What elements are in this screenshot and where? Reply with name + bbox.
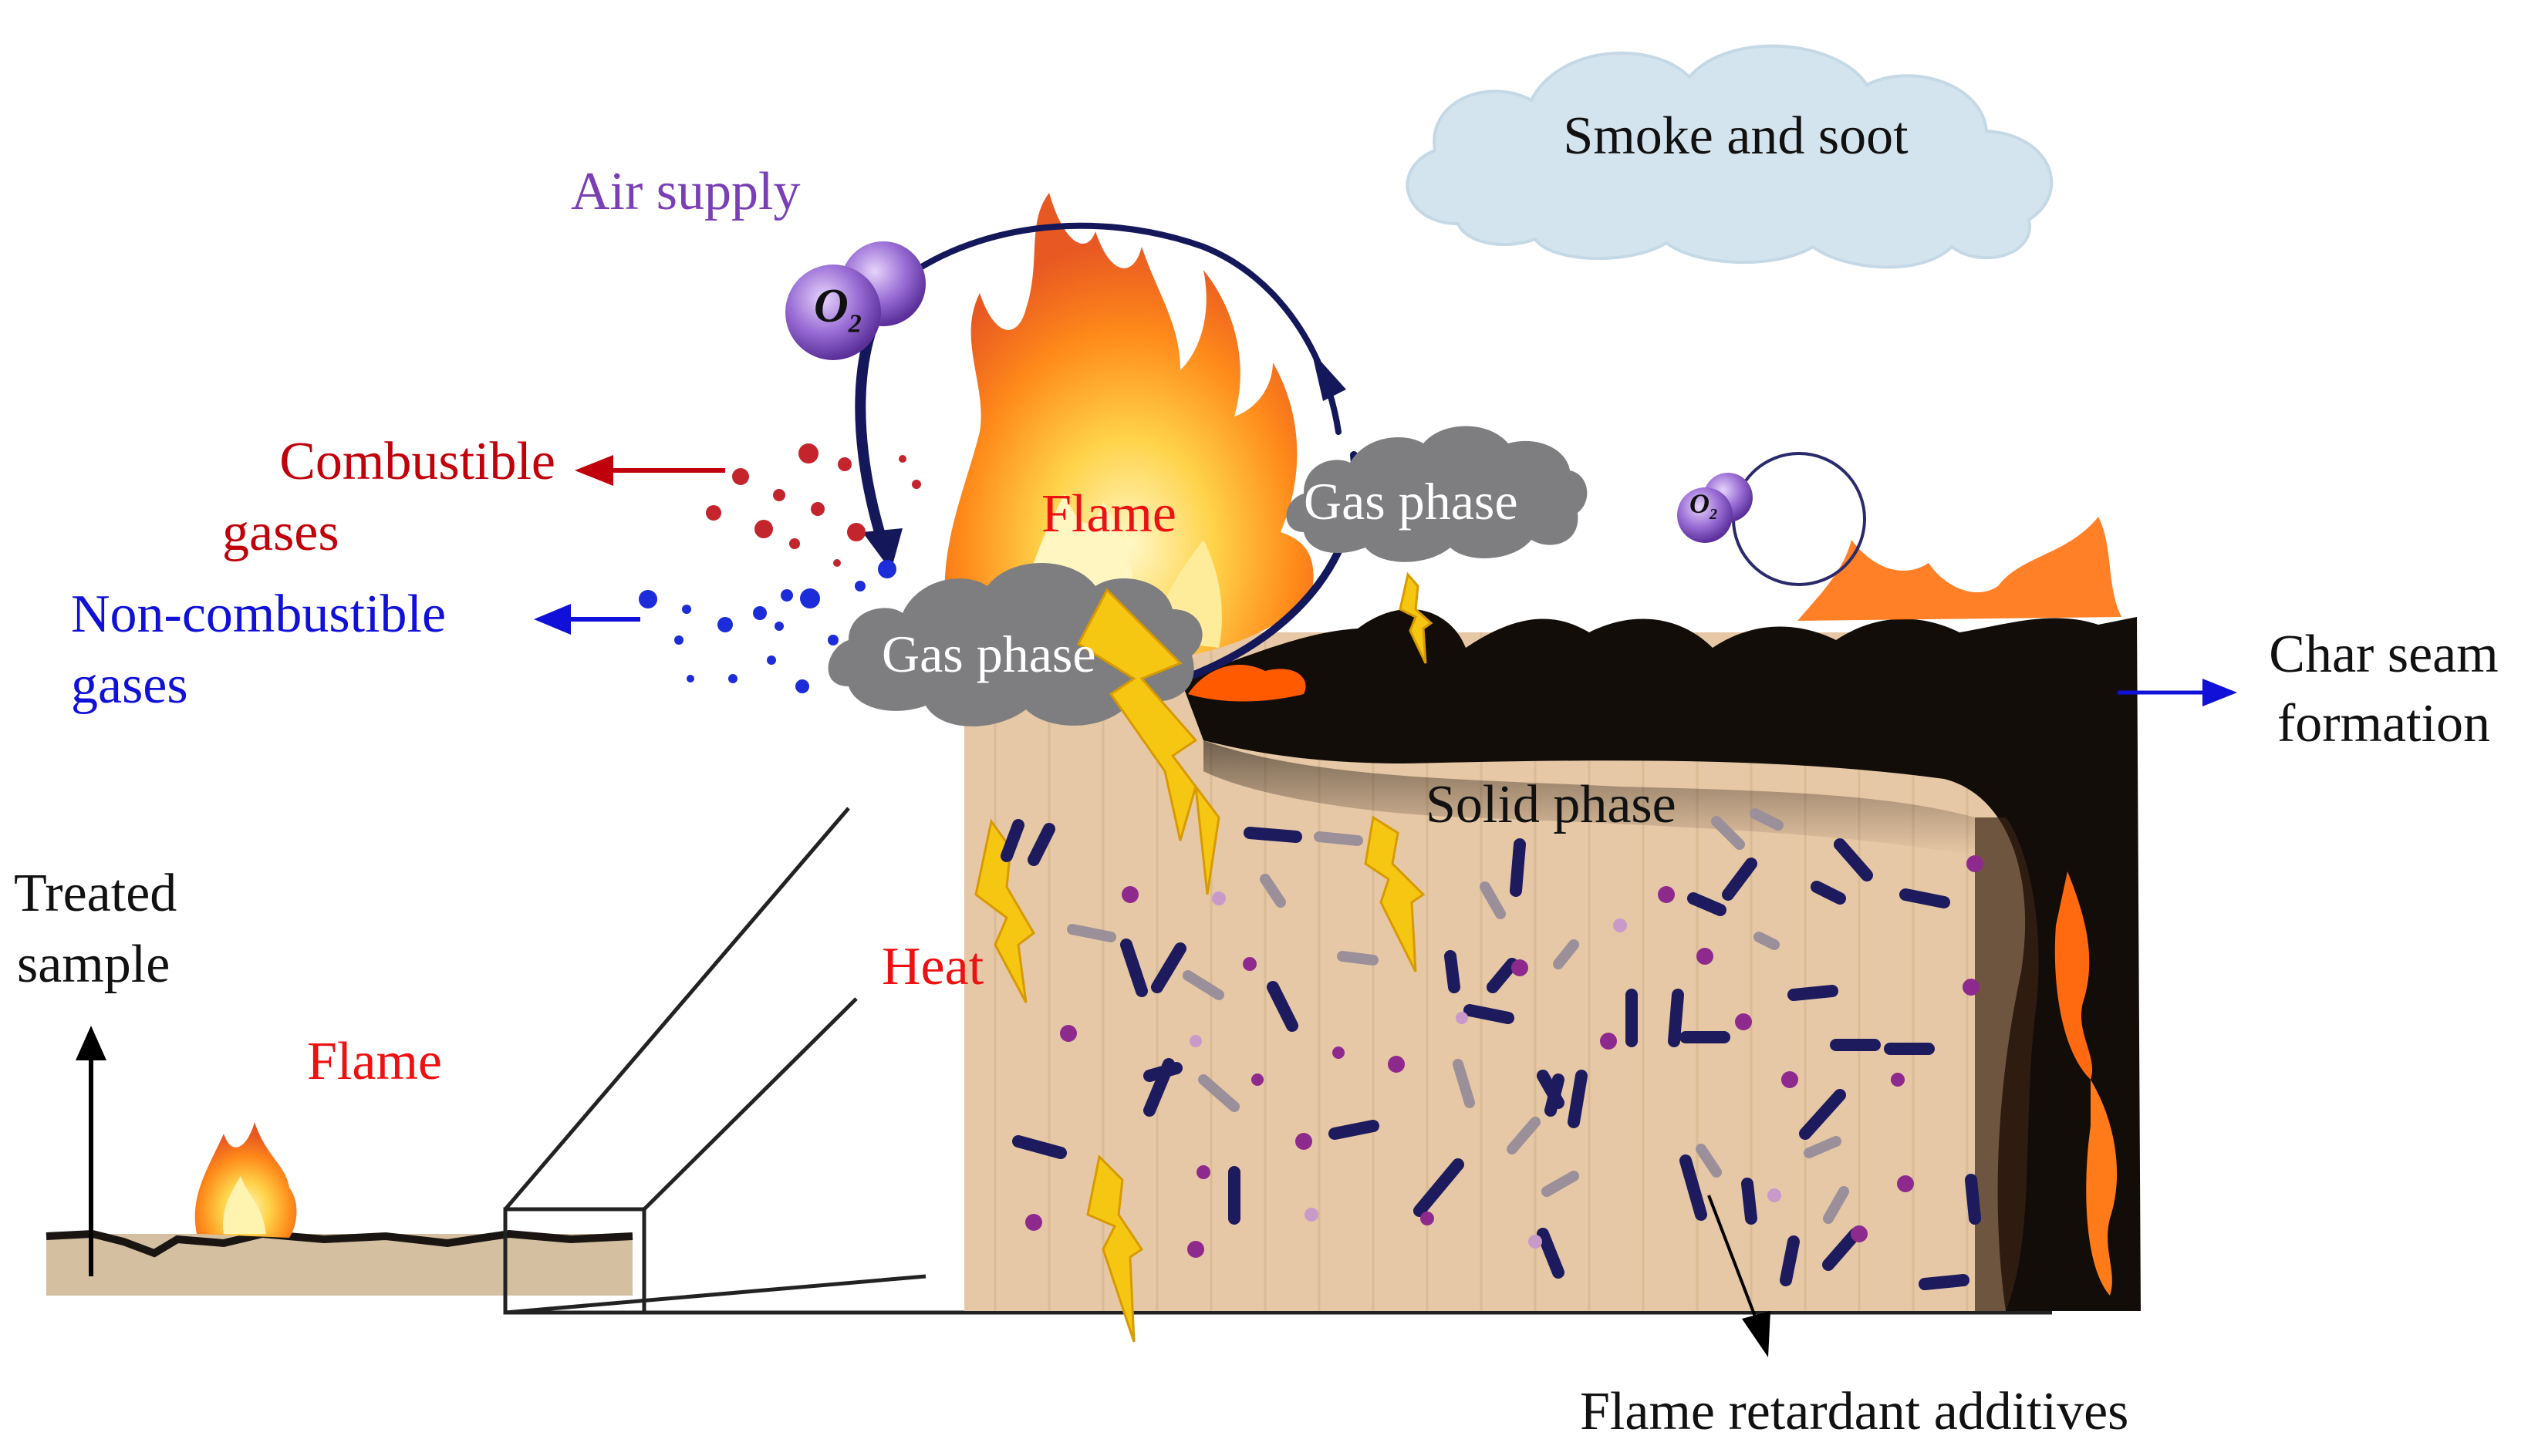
treated-label-2: sample xyxy=(17,935,170,994)
non-combustible-arrowhead xyxy=(534,604,571,635)
o2-molecule-small xyxy=(1677,452,1866,586)
flame-top-label: Flame xyxy=(1041,484,1176,544)
char-seam-label: Char seam xyxy=(2269,625,2499,684)
additives-pointer-arrowhead xyxy=(1742,1311,1770,1357)
combustible-label-2: gases xyxy=(222,503,339,562)
treated-sample-strip xyxy=(46,1229,633,1296)
zoom-indicator xyxy=(503,807,2052,1315)
gas-phase-right-label: Gas phase xyxy=(1304,472,1518,531)
additives-pointer-arrow xyxy=(1707,1195,1760,1327)
combustible-arrowhead xyxy=(575,455,613,486)
combustible-gas-particles xyxy=(706,443,921,567)
cycle-arrowhead-down xyxy=(862,528,903,571)
additives-dots xyxy=(1025,855,1983,1258)
solid-phase-label: Solid phase xyxy=(1426,775,1676,834)
o2-small-subscript: 2 xyxy=(1710,506,1717,524)
o2-small-label: O2 xyxy=(1689,488,1717,524)
non-combustible-label: Non-combustible xyxy=(71,585,447,644)
non-combustible-label-2: gases xyxy=(71,656,188,715)
gas-phase-left-label: Gas phase xyxy=(882,625,1096,683)
non-combustible-gas-particles xyxy=(639,560,896,693)
treated-label: Treated xyxy=(14,864,177,923)
o2-molecule-large xyxy=(785,241,926,360)
o2-o-letter: O xyxy=(814,280,849,332)
gas-cloud-right xyxy=(1286,426,1588,562)
additives-light-rods xyxy=(1067,808,1849,1224)
smoke-label: Smoke and soot xyxy=(1563,106,1909,166)
additives-dark-rods xyxy=(1001,819,1981,1290)
combustible-label: Combustible xyxy=(279,432,555,491)
small-flame xyxy=(194,1122,297,1238)
edge-flames xyxy=(1797,517,2121,1296)
air-supply-label: Air supply xyxy=(571,162,801,221)
heat-label: Heat xyxy=(882,937,984,996)
cycle-arrowhead-up xyxy=(1311,351,1346,401)
additives-label: Flame retardant additives xyxy=(1580,1382,2129,1441)
additives-light-dots xyxy=(1190,891,1781,1249)
lightning-bolts xyxy=(974,571,1433,1343)
smoke-cloud xyxy=(1406,44,2054,269)
o2-label: O2 xyxy=(814,280,862,339)
o2-small-o-letter: O xyxy=(1689,488,1710,519)
char-seam-arrowhead xyxy=(2202,679,2237,706)
char-seam-label-2: formation xyxy=(2277,694,2491,753)
flame-left-label: Flame xyxy=(307,1032,442,1091)
treated-sample-arrowhead xyxy=(76,1026,106,1060)
o2-subscript: 2 xyxy=(848,309,862,339)
